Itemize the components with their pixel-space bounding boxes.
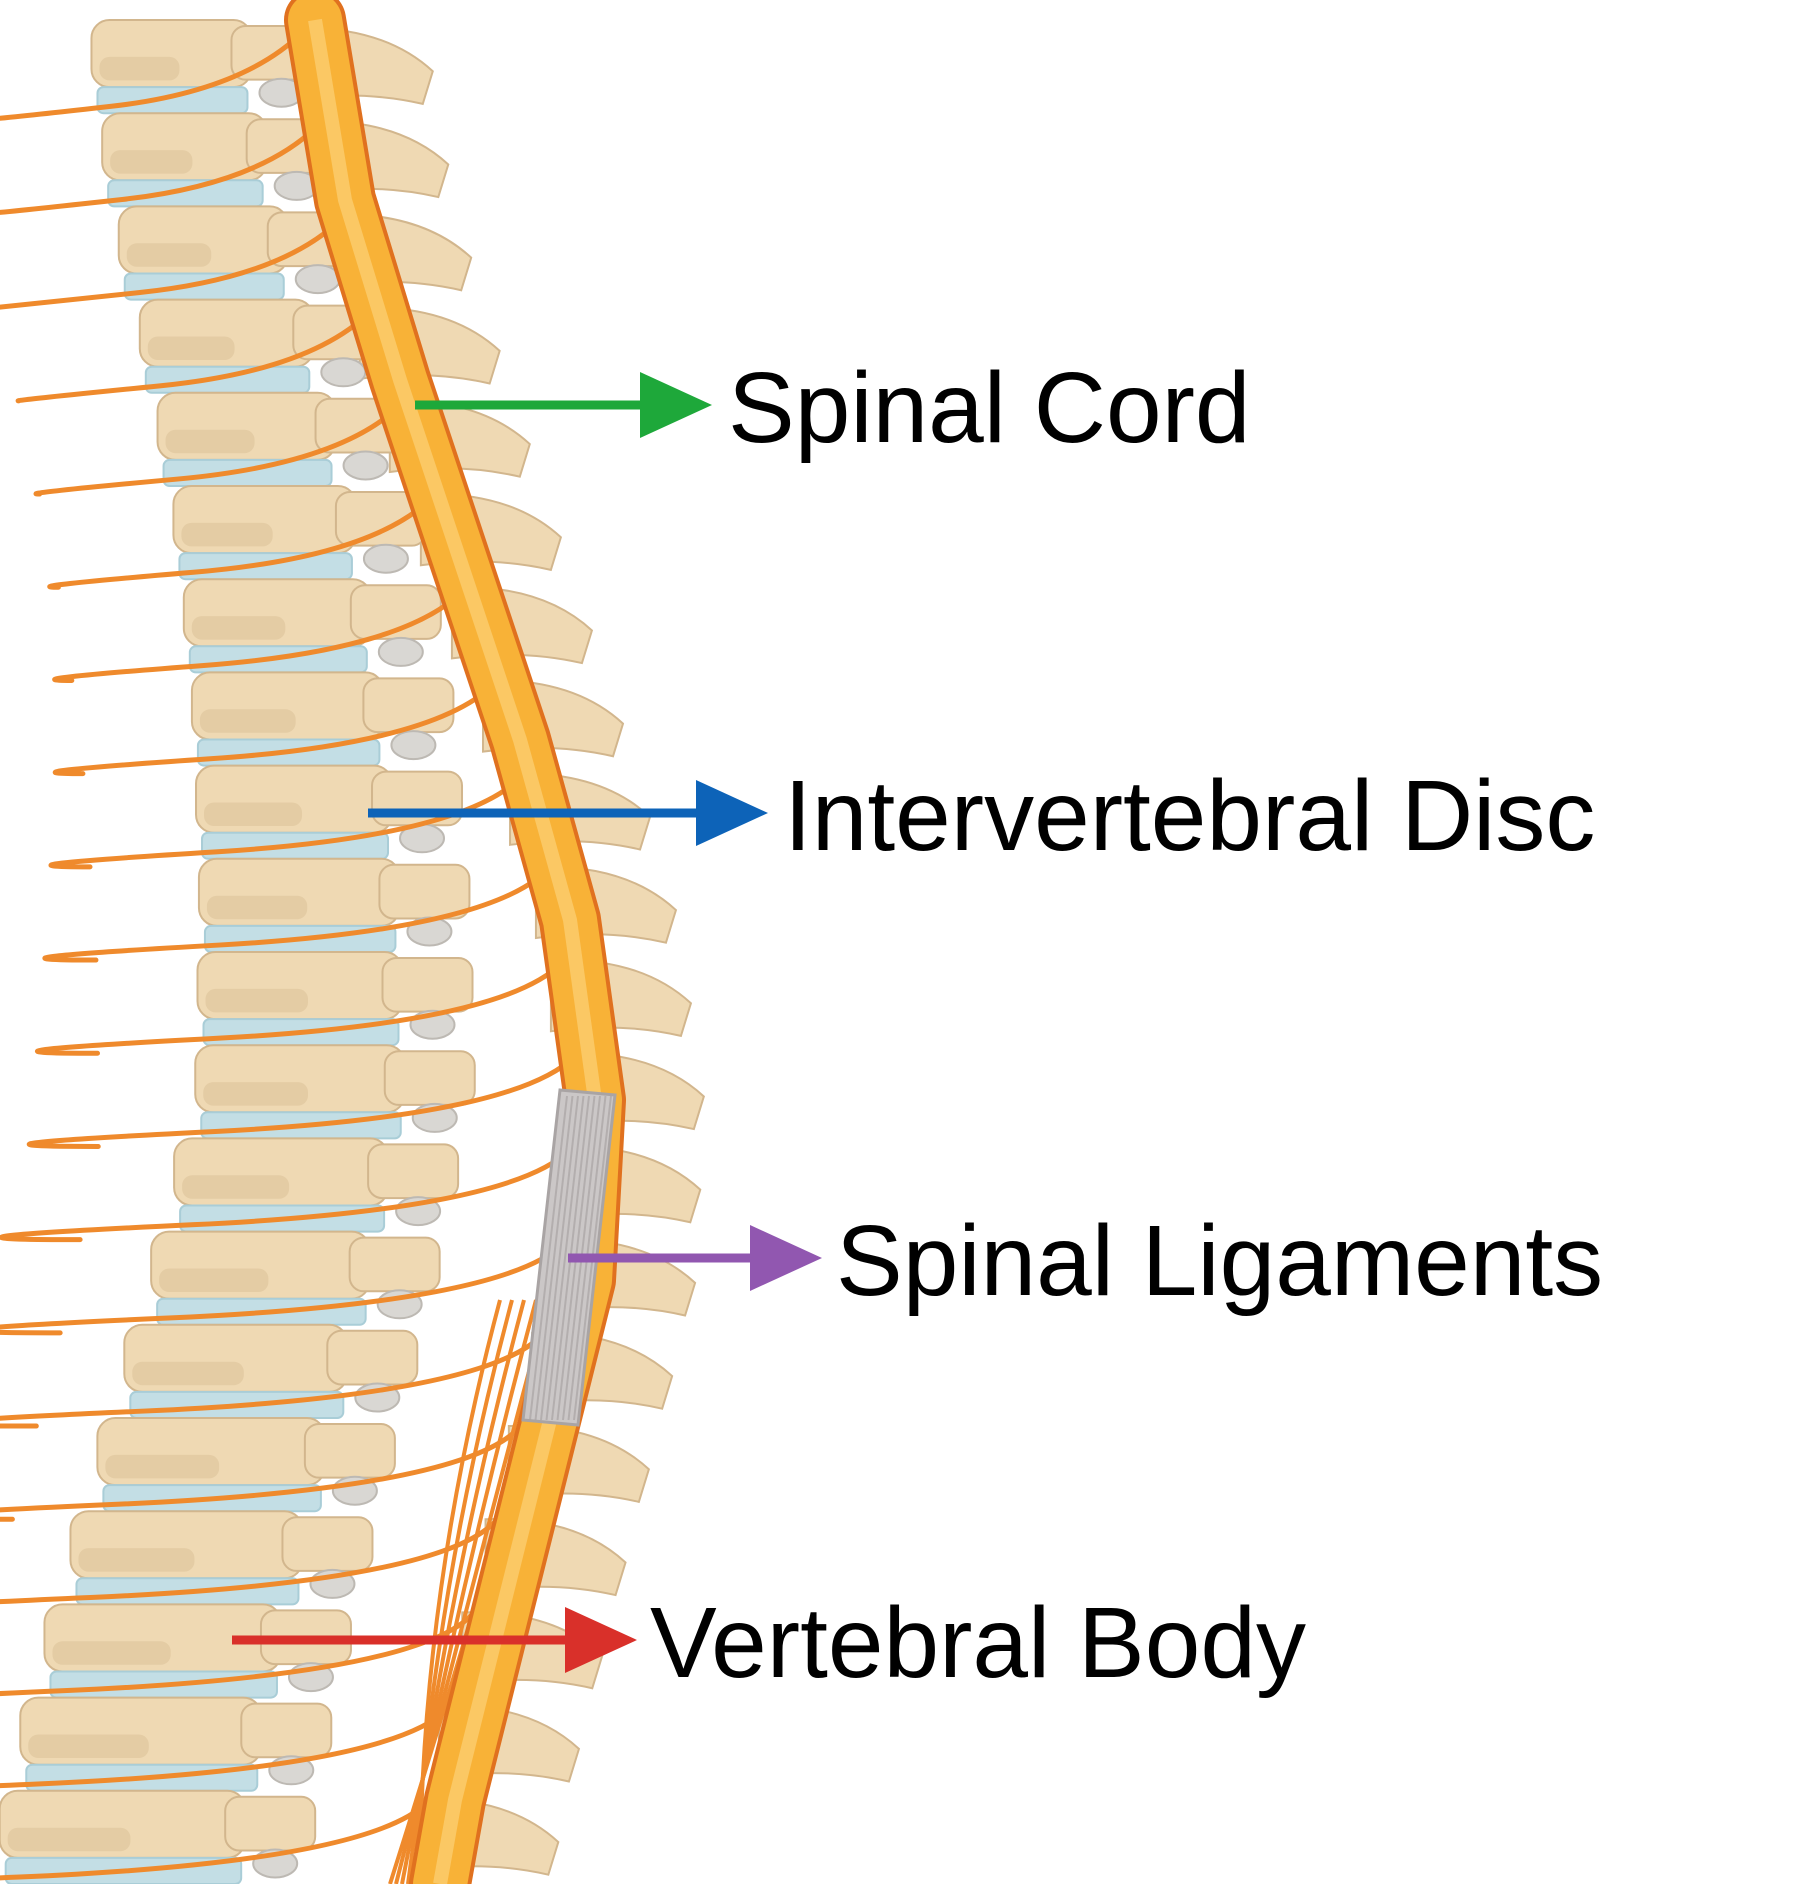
pedicle <box>378 863 471 920</box>
nerve-root <box>42 867 550 963</box>
label-spinal-ligaments: Spinal Ligaments <box>568 1205 1603 1317</box>
pedicle <box>381 957 474 1013</box>
label-spinal-cord: Spinal Cord <box>415 352 1251 464</box>
intervertebral-disc <box>144 365 311 394</box>
nerve-root <box>0 28 307 121</box>
vertebral-body-shade <box>165 429 255 454</box>
vertebral-body-shade <box>105 1454 220 1479</box>
facet-joint <box>377 636 424 667</box>
vertebral-body-arrowhead <box>565 1607 637 1673</box>
spinal-ligaments-label: Spinal Ligaments <box>836 1205 1603 1317</box>
labels: Spinal Cord Intervertebral Disc Spinal L… <box>232 352 1603 1699</box>
spinal-nerves <box>0 28 578 1884</box>
ligament-fiber <box>529 1095 568 1421</box>
vertebral-body-shade <box>205 988 308 1013</box>
facet-joint <box>390 730 437 761</box>
vertebral-body-shade <box>204 802 303 826</box>
nerve-root <box>26 1053 578 1149</box>
vertebral-body-shade <box>206 895 308 920</box>
vertebral-body-shade <box>191 616 286 640</box>
intervertebral-disc <box>96 86 249 115</box>
pedicle <box>224 1795 317 1852</box>
label-vertebral-body: Vertebral Body <box>232 1587 1306 1699</box>
vertebral-body-shade <box>99 56 180 81</box>
nerve-root <box>15 308 374 404</box>
spinal-ligaments-arrowhead <box>750 1225 822 1291</box>
nerve-root <box>0 1799 430 1881</box>
spinal-cord-highlight <box>308 18 602 1884</box>
vertebral-body-shade <box>52 1641 171 1665</box>
intervertebral-disc-label: Intervertebral Disc <box>784 760 1595 872</box>
nerve-root <box>0 215 346 310</box>
vertebral-body-shade <box>159 1268 269 1292</box>
pedicle <box>303 1423 396 1479</box>
nerve-root <box>0 1706 451 1789</box>
spinal-cord-label: Spinal Cord <box>728 352 1251 464</box>
nerve-root <box>52 681 498 777</box>
spinal-cord-shape <box>284 0 626 1884</box>
facet-joint <box>362 543 409 574</box>
nerve-root <box>52 587 466 683</box>
vertebral-body-label: Vertebral Body <box>650 1587 1306 1699</box>
intervertebral-disc-arrowhead <box>696 780 768 846</box>
ligament-fiber <box>545 1095 585 1421</box>
intervertebral-disc <box>178 552 353 581</box>
vertebral-body-shade <box>126 243 212 267</box>
intervertebral-disc <box>107 179 264 208</box>
facet-joint <box>320 357 367 388</box>
ligament-fiber <box>540 1095 579 1421</box>
vertebral-body-shade <box>7 1827 131 1852</box>
pedicle <box>240 1702 333 1759</box>
vertebral-body-shade <box>78 1548 195 1572</box>
nerve-root <box>33 401 404 497</box>
pedicle <box>362 677 455 734</box>
nerve-root <box>0 1240 567 1336</box>
ligament-fiber <box>534 1095 574 1421</box>
vertebral-body-shade <box>110 150 193 174</box>
nerve-root <box>0 1613 474 1697</box>
pedicle <box>281 1516 374 1572</box>
nerve-root <box>34 960 565 1056</box>
pedicle <box>326 1329 419 1386</box>
pedicle <box>367 1143 460 1200</box>
nerve-root <box>47 494 435 590</box>
facet-joint <box>294 264 341 295</box>
vertebral-body-shade <box>132 1361 244 1386</box>
nerve-root <box>0 1147 573 1243</box>
nerve-root <box>0 121 322 215</box>
vertebral-body-shade <box>28 1734 149 1758</box>
label-intervertebral-disc: Intervertebral Disc <box>368 760 1595 872</box>
nerve-root <box>0 1519 497 1605</box>
nerve-root <box>0 1426 521 1522</box>
vertebral-body-shade <box>181 522 273 547</box>
vertebral-body-shade <box>147 336 235 360</box>
nerve-root <box>0 1333 544 1429</box>
pedicle <box>383 1050 476 1106</box>
cauda-equina-strand <box>418 1299 502 1884</box>
vertebral-body-shade <box>203 1082 308 1106</box>
vertebral-body-shade <box>199 709 296 733</box>
pedicle <box>348 1236 441 1293</box>
facet-joint <box>342 450 389 481</box>
spinal-cord-arrowhead <box>640 372 712 438</box>
intervertebral-disc <box>162 458 333 487</box>
intervertebral-disc <box>123 272 285 301</box>
vertebral-body-shade <box>182 1175 290 1199</box>
